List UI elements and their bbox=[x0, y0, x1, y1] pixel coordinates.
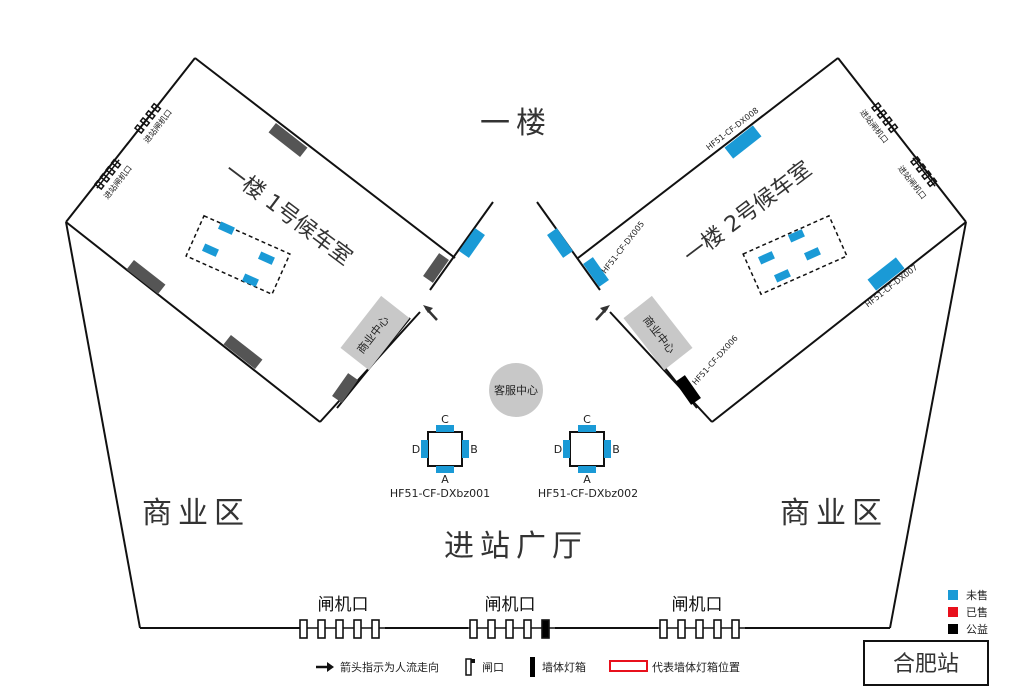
lightbox-dx007[interactable] bbox=[867, 257, 905, 291]
svg-text:C: C bbox=[583, 413, 591, 426]
lightbox[interactable] bbox=[547, 228, 573, 258]
lightbox[interactable] bbox=[459, 228, 485, 258]
lightbox[interactable] bbox=[423, 253, 449, 283]
commerce-right-label: 商业区 bbox=[780, 496, 888, 531]
lightbox-icon bbox=[530, 657, 535, 677]
service-center[interactable]: 客服中心 bbox=[489, 363, 543, 417]
seat-zone-2 bbox=[742, 214, 848, 296]
waiting-room-1 bbox=[65, 57, 494, 423]
flow-arrow-left bbox=[423, 305, 438, 321]
lightbox[interactable] bbox=[223, 334, 263, 370]
position-icon bbox=[609, 660, 648, 672]
lightbox[interactable] bbox=[332, 373, 358, 403]
symbol-legend: 箭头指示为人流走向 闸口 墙体灯箱 代表墙体灯箱位置 bbox=[316, 657, 740, 677]
lightbox[interactable] bbox=[126, 259, 166, 295]
waiting2-label: 一楼 2号候车室 bbox=[679, 157, 816, 269]
lightboxes-right bbox=[547, 125, 905, 405]
svg-text:箭头指示为人流走向: 箭头指示为人流走向 bbox=[340, 660, 439, 674]
lightbox-dx008[interactable] bbox=[724, 125, 762, 159]
svg-text:合肥站: 合肥站 bbox=[893, 652, 959, 677]
entry-gate-top-left: 进站闸机口 进站闸机口 bbox=[93, 102, 174, 201]
svg-text:客服中心: 客服中心 bbox=[494, 383, 538, 397]
svg-text:公益: 公益 bbox=[966, 622, 988, 636]
shop-left[interactable]: 商业中心 bbox=[340, 295, 410, 371]
svg-text:闸机口: 闸机口 bbox=[318, 595, 369, 615]
svg-text:B: B bbox=[612, 443, 620, 456]
station-name-box: 合肥站 bbox=[863, 640, 989, 686]
svg-text:代表墙体灯箱位置: 代表墙体灯箱位置 bbox=[652, 660, 740, 674]
entry-gate-top-right: 进站闸机口 进站闸机口 bbox=[858, 101, 938, 201]
waiting1-label: 一楼 1号候车室 bbox=[219, 159, 356, 271]
svg-text:未售: 未售 bbox=[966, 588, 988, 602]
svg-text:C: C bbox=[441, 413, 449, 426]
svg-text:D: D bbox=[554, 443, 562, 456]
lightbox-dx005[interactable] bbox=[583, 257, 609, 287]
lightboxes-left bbox=[126, 122, 485, 403]
code-dx005: HF51-CF-DX005 bbox=[600, 220, 646, 276]
svg-text:HF51-CF-DXbz002: HF51-CF-DXbz002 bbox=[538, 487, 638, 500]
unsold-swatch bbox=[948, 590, 958, 600]
gate-left[interactable]: 闸机口 bbox=[296, 595, 388, 639]
svg-text:墙体灯箱: 墙体灯箱 bbox=[542, 660, 586, 674]
flow-arrow-right bbox=[595, 305, 610, 321]
commerce-left-label: 商业区 bbox=[142, 496, 250, 531]
svg-text:A: A bbox=[441, 473, 449, 486]
lightbox[interactable] bbox=[268, 122, 308, 158]
gate-right[interactable]: 闸机口 bbox=[656, 595, 748, 639]
svg-text:闸口: 闸口 bbox=[482, 661, 504, 674]
svg-text:HF51-CF-DXbz001: HF51-CF-DXbz001 bbox=[390, 487, 490, 500]
svg-text:闸机口: 闸机口 bbox=[672, 595, 723, 615]
kiosk-001[interactable]: C A D B HF51-CF-DXbz001 bbox=[390, 413, 490, 500]
gate-center[interactable]: 闸机口 bbox=[466, 595, 558, 639]
gate-icon bbox=[465, 658, 472, 676]
svg-text:B: B bbox=[470, 443, 478, 456]
svg-text:已售: 已售 bbox=[966, 605, 988, 619]
lightbox-dx006[interactable] bbox=[675, 375, 701, 405]
status-legend: 未售 已售 公益 bbox=[948, 588, 988, 636]
building-outline bbox=[65, 221, 967, 629]
svg-text:A: A bbox=[583, 473, 591, 486]
floor-title: 一楼 bbox=[480, 106, 552, 141]
arrow-icon bbox=[327, 662, 334, 672]
shop-right[interactable]: 商业中心 bbox=[623, 295, 693, 371]
seat-zone-1 bbox=[185, 214, 291, 296]
public-swatch bbox=[948, 624, 958, 634]
code-dx006: HF51-CF-DX006 bbox=[690, 334, 739, 387]
sold-swatch bbox=[948, 607, 958, 617]
svg-text:D: D bbox=[412, 443, 420, 456]
hall-label: 进站广厅 bbox=[444, 529, 588, 564]
kiosk-002[interactable]: C A D B HF51-CF-DXbz002 bbox=[538, 413, 638, 500]
svg-text:闸机口: 闸机口 bbox=[485, 595, 536, 615]
